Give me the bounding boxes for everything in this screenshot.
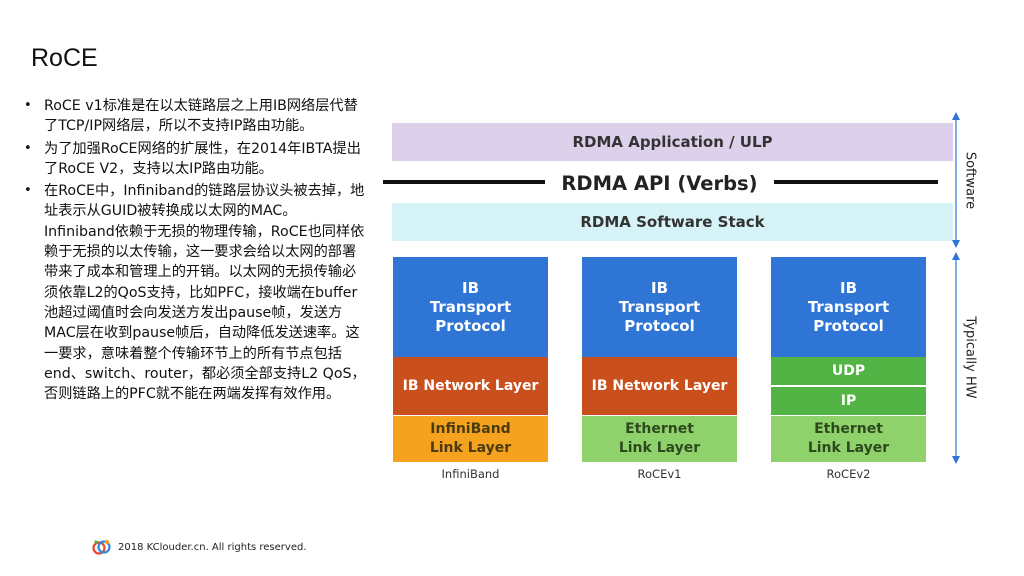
- bullet-text: RoCE v1标准是在以太链路层之上用IB网络层代替了TCP/IP网络层，所以不…: [44, 98, 358, 135]
- column-label: RoCEv1: [637, 467, 682, 481]
- ib-transport-block: IB Transport Protocol: [582, 257, 737, 357]
- ib-transport-block: IB Transport Protocol: [771, 257, 926, 357]
- bullet-item: • 为了加强RoCE网络的扩展性，在2014年IBTA提出了RoCE V2，支持以…: [22, 139, 367, 180]
- ib-transport-block: IB Transport Protocol: [393, 257, 548, 357]
- bullet-text: 在RoCE中，Infiniband的链路层协议头被去掉，地址表示从GUID被转换…: [44, 183, 366, 403]
- typically-hw-label: Typically HW: [962, 316, 978, 399]
- ip-block: IP: [771, 387, 926, 415]
- ib-network-block: IB Network Layer: [582, 357, 737, 415]
- bullet-dot: •: [24, 98, 32, 113]
- copyright-text: 2018 KClouder.cn. All rights reserved.: [118, 541, 307, 553]
- bullet-item: • 在RoCE中，Infiniband的链路层协议头被去掉，地址表示从GUID被转…: [22, 181, 367, 404]
- kclouder-logo-icon: [92, 539, 111, 555]
- column-label: InfiniBand: [441, 467, 500, 481]
- rdma-api-label: RDMA API (Verbs): [561, 171, 758, 195]
- infiniband-link-block: InfiniBand Link Layer: [393, 416, 548, 462]
- rdma-software-stack: RDMA Software Stack: [392, 203, 953, 241]
- bullet-list: • RoCE v1标准是在以太链路层之上用IB网络层代替了TCP/IP网络层，所以…: [22, 96, 367, 406]
- footer: 2018 KClouder.cn. All rights reserved.: [92, 538, 307, 556]
- software-range-arrow: [952, 112, 960, 248]
- software-label: Software: [962, 151, 978, 210]
- bullet-text: 为了加强RoCE网络的扩展性，在2014年IBTA提出了RoCE V2，支持以太…: [44, 140, 361, 177]
- column-label: RoCEv2: [826, 467, 871, 481]
- hardware-range-arrow: [952, 252, 960, 464]
- slide-title: RoCE: [31, 44, 98, 72]
- ib-network-block: IB Network Layer: [393, 357, 548, 415]
- api-divider-left: [383, 180, 545, 184]
- bullet-dot: •: [24, 183, 32, 199]
- rdma-application-layer: RDMA Application / ULP: [392, 123, 953, 161]
- ethernet-link-block: Ethernet Link Layer: [771, 416, 926, 462]
- udp-block: UDP: [771, 357, 926, 385]
- column-infiniband: IB Transport Protocol IB Network Layer I…: [393, 257, 548, 482]
- side-arrows: [952, 112, 960, 464]
- column-rocev1: IB Transport Protocol IB Network Layer E…: [582, 257, 737, 482]
- column-rocev2: IB Transport Protocol UDP IP Ethernet Li…: [771, 257, 926, 482]
- bullet-dot: •: [24, 140, 32, 156]
- ethernet-link-block: Ethernet Link Layer: [582, 416, 737, 462]
- bullet-item: • RoCE v1标准是在以太链路层之上用IB网络层代替了TCP/IP网络层，所以…: [22, 96, 367, 137]
- api-divider-right: [774, 180, 938, 184]
